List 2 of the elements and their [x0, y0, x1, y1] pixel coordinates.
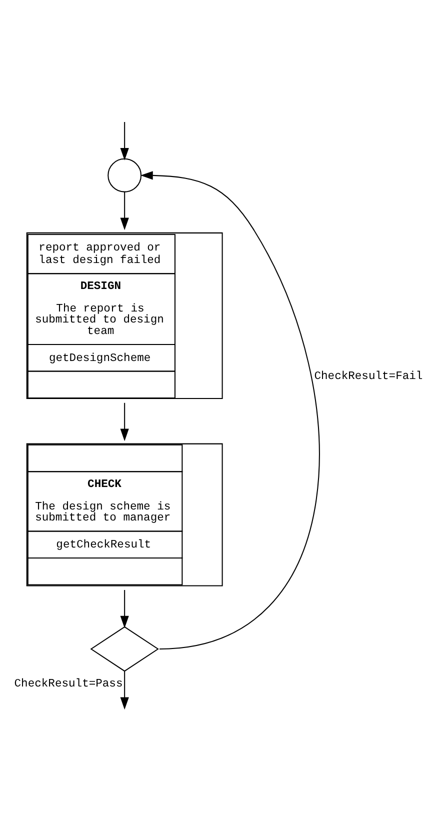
- edge-label: CheckResult=Fail: [314, 370, 423, 382]
- edge-label: CheckResult=Pass: [14, 678, 123, 690]
